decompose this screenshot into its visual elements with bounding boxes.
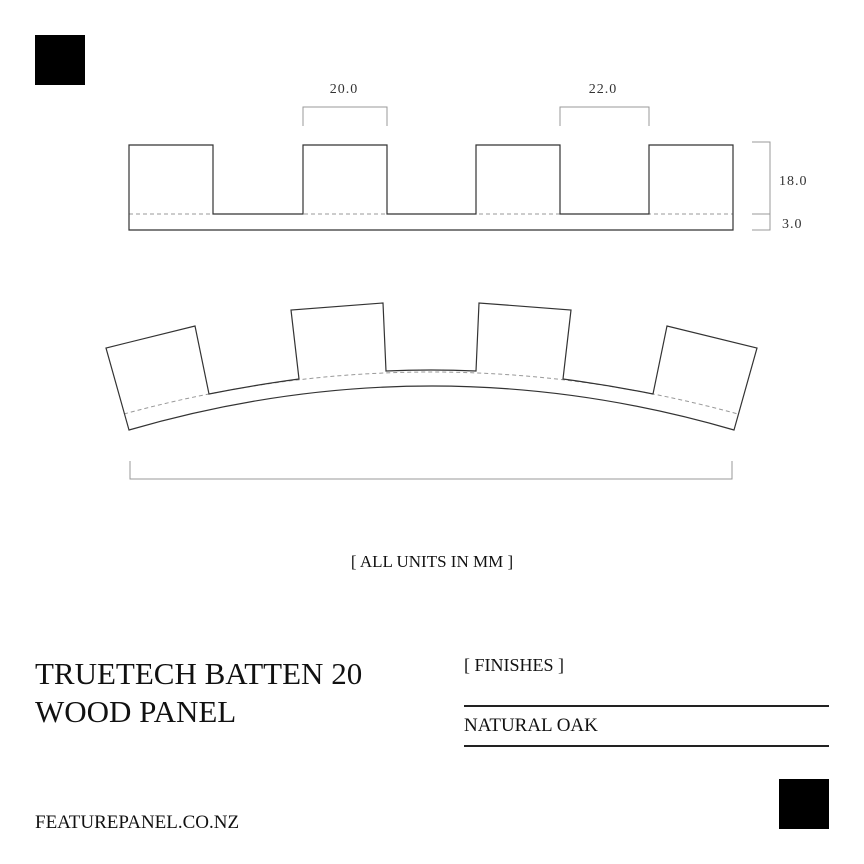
units-note: [ ALL UNITS IN MM ] <box>350 552 514 571</box>
corner-block-bottom-right <box>779 779 829 829</box>
groove-width-label: 20.0 <box>330 82 359 97</box>
finishes-divider-top <box>464 705 829 707</box>
base-thickness-label: 3.0 <box>782 217 803 232</box>
batten-width-label: 22.0 <box>589 82 618 97</box>
product-title: TRUETECH BATTEN 20 WOOD PANEL <box>35 656 363 729</box>
finishes-divider-bottom <box>464 745 829 747</box>
groove-width-bracket <box>302 106 388 126</box>
batten-width-bracket <box>559 106 650 126</box>
panel-diagram: 20.0 22.0 18.0 3.0 <box>105 82 808 480</box>
corner-block-top-left <box>35 35 85 85</box>
finishes-heading: [ FINISHES ] <box>464 655 565 675</box>
curved-profile <box>105 302 758 431</box>
height-bracket <box>752 141 771 215</box>
flat-profile <box>128 144 734 231</box>
base-bracket <box>752 213 771 231</box>
website-link[interactable]: FEATUREPANEL.CO.NZ <box>35 812 240 833</box>
finish-item: NATURAL OAK <box>464 715 598 736</box>
overall-width-bracket <box>129 461 733 480</box>
height-label: 18.0 <box>779 174 808 189</box>
